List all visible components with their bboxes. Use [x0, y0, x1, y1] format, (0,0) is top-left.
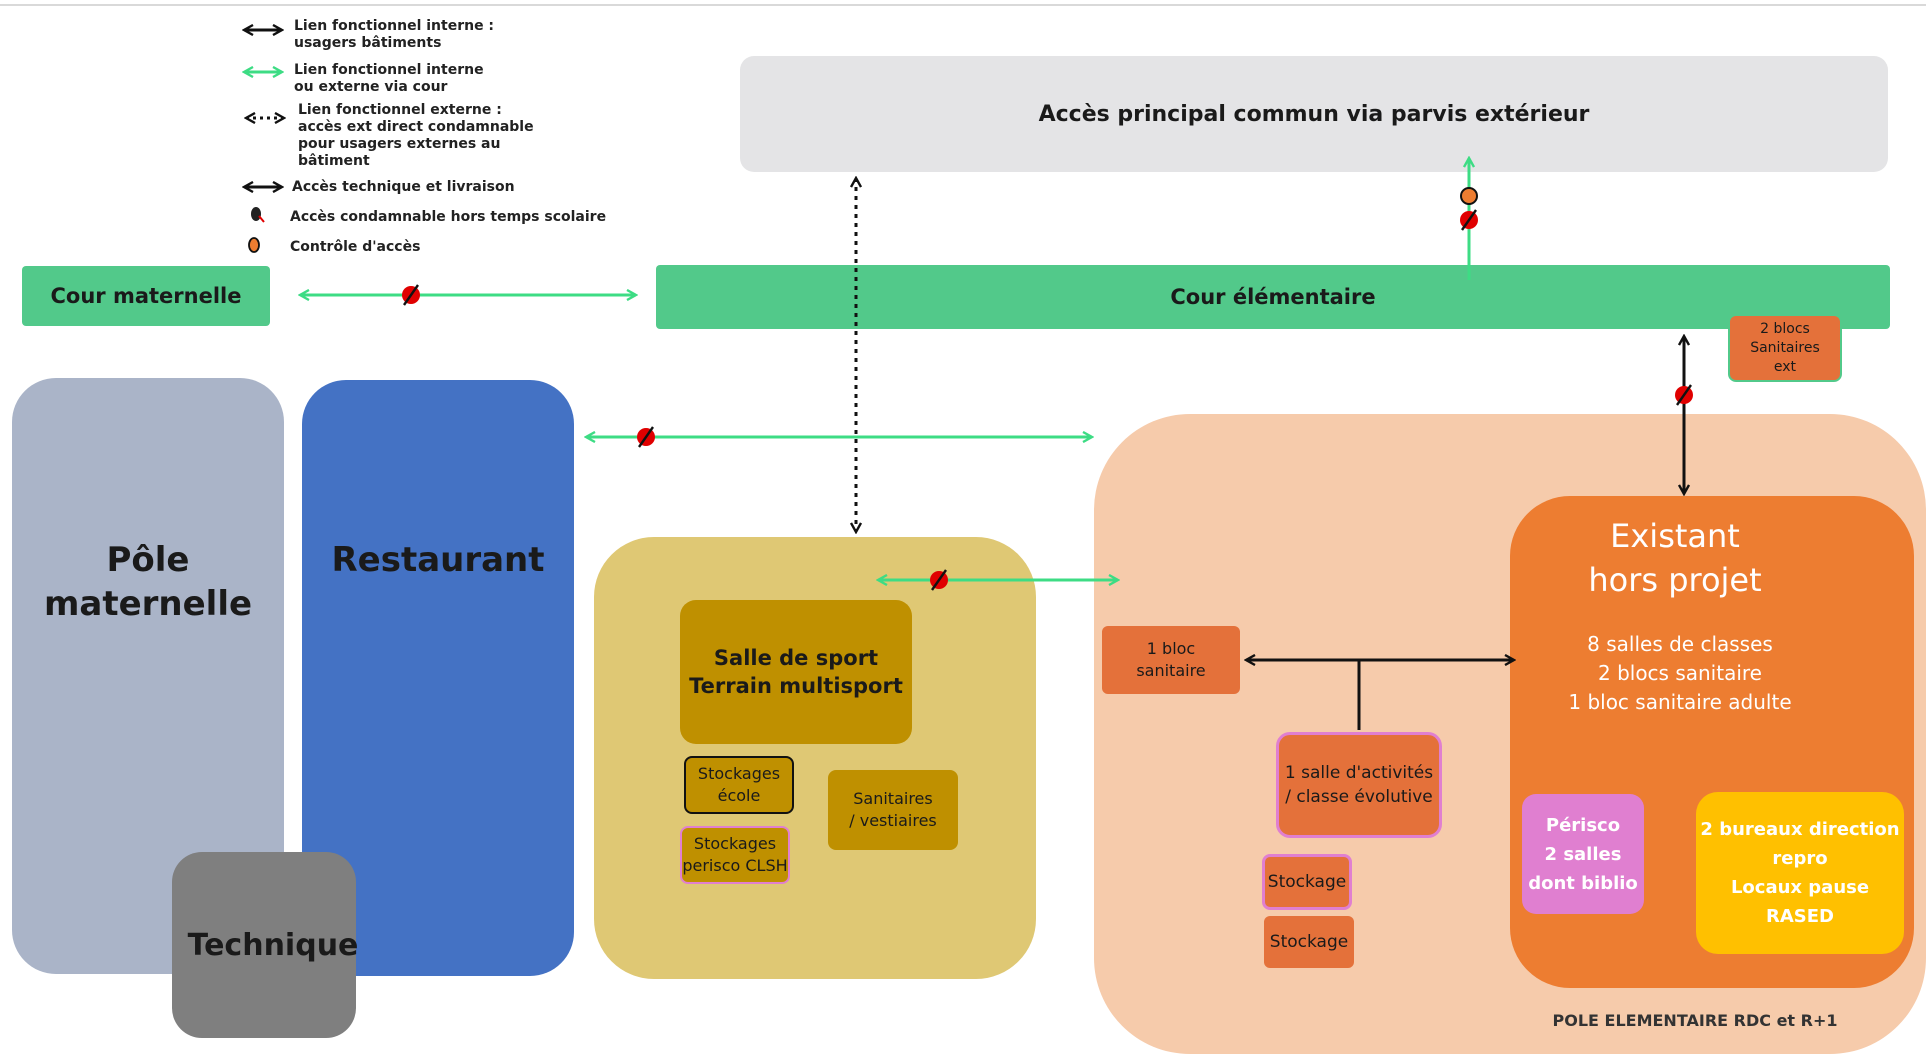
- lock-icon: [402, 284, 420, 306]
- pole-elementaire-caption: POLE ELEMENTAIRE RDC et R+1: [1552, 1010, 1838, 1030]
- existant-title: Existant hors projet: [1588, 517, 1762, 599]
- salle-activites-box: 1 salle d'activités / classe évolutive: [1276, 732, 1442, 838]
- sanitaires-vestiaires-box: Sanitaires / vestiaires: [828, 770, 958, 850]
- legend-courtyard-link: Lien fonctionnel interne ou externe via …: [294, 62, 484, 95]
- stockage-box-2: Stockage: [1264, 916, 1354, 968]
- bloc-sanitaire-box: 1 bloc sanitaire: [1102, 626, 1240, 694]
- stockages-ecole-box: Stockages école: [684, 756, 794, 814]
- legend-external-link: Lien fonctionnel externe : accès ext dir…: [298, 102, 534, 169]
- lock-icon: [1675, 384, 1693, 406]
- stockages-perisco-box: Stockages perisco CLSH: [680, 826, 790, 884]
- sanitaires-ext-box: 2 blocs Sanitaires ext: [1728, 314, 1842, 382]
- legend-technical-access: Accès technique et livraison: [292, 179, 515, 195]
- main-access-zone: Accès principal commun via parvis extéri…: [740, 56, 1888, 172]
- technique-zone: Technique: [172, 852, 358, 1038]
- legend-internal-link: Lien fonctionnel interne : usagers bâtim…: [294, 18, 495, 51]
- lock-icon: [637, 426, 655, 448]
- lock-icon: [251, 207, 265, 223]
- cour-maternelle-zone: Cour maternelle: [22, 266, 270, 326]
- lock-icon: [1460, 209, 1478, 231]
- top-divider: [0, 4, 1926, 6]
- perisco-box: Périsco 2 salles dont biblio: [1522, 794, 1644, 914]
- lock-icon: [930, 569, 948, 591]
- salle-sport-box: Salle de sport Terrain multisport: [680, 600, 912, 744]
- legend-lockable-access: Accès condamnable hors temps scolaire: [290, 209, 607, 225]
- legend-access-control: Contrôle d'accès: [290, 239, 421, 255]
- access-control-icon: [1460, 187, 1478, 205]
- stockage-box-1: Stockage: [1262, 854, 1352, 910]
- access-control-icon: [248, 237, 260, 253]
- existant-details: 8 salles de classes 2 blocs sanitaire 1 …: [1568, 631, 1792, 714]
- bureaux-box: 2 bureaux direction repro Locaux pause R…: [1696, 792, 1904, 954]
